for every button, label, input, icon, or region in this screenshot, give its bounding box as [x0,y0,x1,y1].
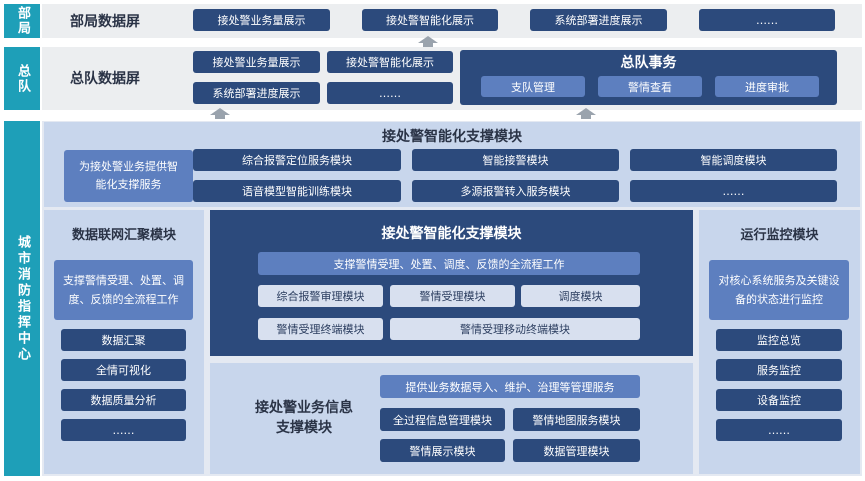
support-module-smart-receive: 智能接警模块 [412,149,619,171]
biz-info-desc: 提供业务数据导入、维护、治理等管理服务 [380,375,640,398]
ops-monitor-item-service: 服务监控 [716,359,842,381]
corps-box-business: 接处警业务量展示 [193,51,320,73]
affairs-item-approval: 进度审批 [715,76,819,97]
corps-box-intelligence: 接处警智能化展示 [327,51,453,73]
core-module-receive: 警情受理模块 [390,285,515,307]
core-module-review: 综合报警审理模块 [258,285,383,307]
core-module-dispatch: 调度模块 [521,285,640,307]
corps-box-more: …… [327,82,453,104]
biz-module-alert-display: 警情展示模块 [380,439,505,462]
support-module-location: 综合报警定位服务模块 [193,149,401,171]
core-desc: 支撑警情受理、处置、调度、反馈的全流程工作 [258,252,640,275]
biz-info-title: 接处警业务信息支撑模块 [255,400,353,436]
ops-monitor-item-device: 设备监控 [716,389,842,411]
arrow-up-icon [418,36,438,43]
core-module-terminal: 警情受理终端模块 [258,318,383,340]
arrow-stem [215,114,225,119]
data-network-item-aggregate: 数据汇聚 [61,329,186,351]
arrow-up-icon [210,108,230,115]
support-top-desc: 为接处警业务提供智能化支撑服务 [64,150,193,202]
data-network-desc: 支撑警情受理、处置、调度、反馈的全流程工作 [54,260,193,320]
corps-side-label: 总队 [4,47,40,110]
bureau-box-deployment: 系统部署进度展示 [530,9,667,31]
ops-monitor-item-more: …… [716,419,842,441]
support-module-more: …… [630,180,837,202]
arrow-stem [581,114,591,119]
core-title: 接处警智能化支撑模块 [381,226,522,242]
core-module-mobile-terminal: 警情受理移动终端模块 [390,318,640,340]
bureau-side-label: 部局 [4,4,40,38]
affairs-item-detachment: 支队管理 [481,76,585,97]
arrow-stem [423,42,433,47]
ops-monitor-desc: 对核心系统服务及关键设备的状态进行监控 [709,260,849,320]
arrow-up-icon [576,108,596,115]
corps-box-deployment: 系统部署进度展示 [193,82,320,104]
bureau-box-more: …… [699,9,835,31]
corps-title: 总队数据屏 [70,71,140,87]
data-network-title: 数据联网汇聚模块 [71,228,176,243]
data-network-item-visual: 全情可视化 [61,359,186,381]
data-network-item-more: …… [61,419,186,441]
bureau-box-business: 接处警业务量展示 [193,9,330,31]
support-module-multi-source: 多源报警转入服务模块 [412,180,619,202]
affairs-item-alerts: 警情查看 [598,76,702,97]
biz-module-map-service: 警情地图服务模块 [513,408,640,431]
support-module-voice-training: 语音模型智能训练模块 [193,180,401,202]
biz-module-process-info: 全过程信息管理模块 [380,408,505,431]
ops-monitor-title: 运行监控模块 [740,228,819,243]
support-top-title: 接处警智能化支撑模块 [382,129,522,145]
support-module-smart-dispatch: 智能调度模块 [630,149,837,171]
city-side-label: 城市消防指挥中心 [4,121,40,476]
ops-monitor-item-overview: 监控总览 [716,329,842,351]
data-network-item-quality: 数据质量分析 [61,389,186,411]
bureau-box-intelligence: 接处警智能化展示 [362,9,498,31]
bureau-title: 部局数据屏 [70,14,140,30]
biz-module-data-management: 数据管理模块 [513,439,640,462]
corps-affairs-title: 总队事务 [620,55,677,71]
